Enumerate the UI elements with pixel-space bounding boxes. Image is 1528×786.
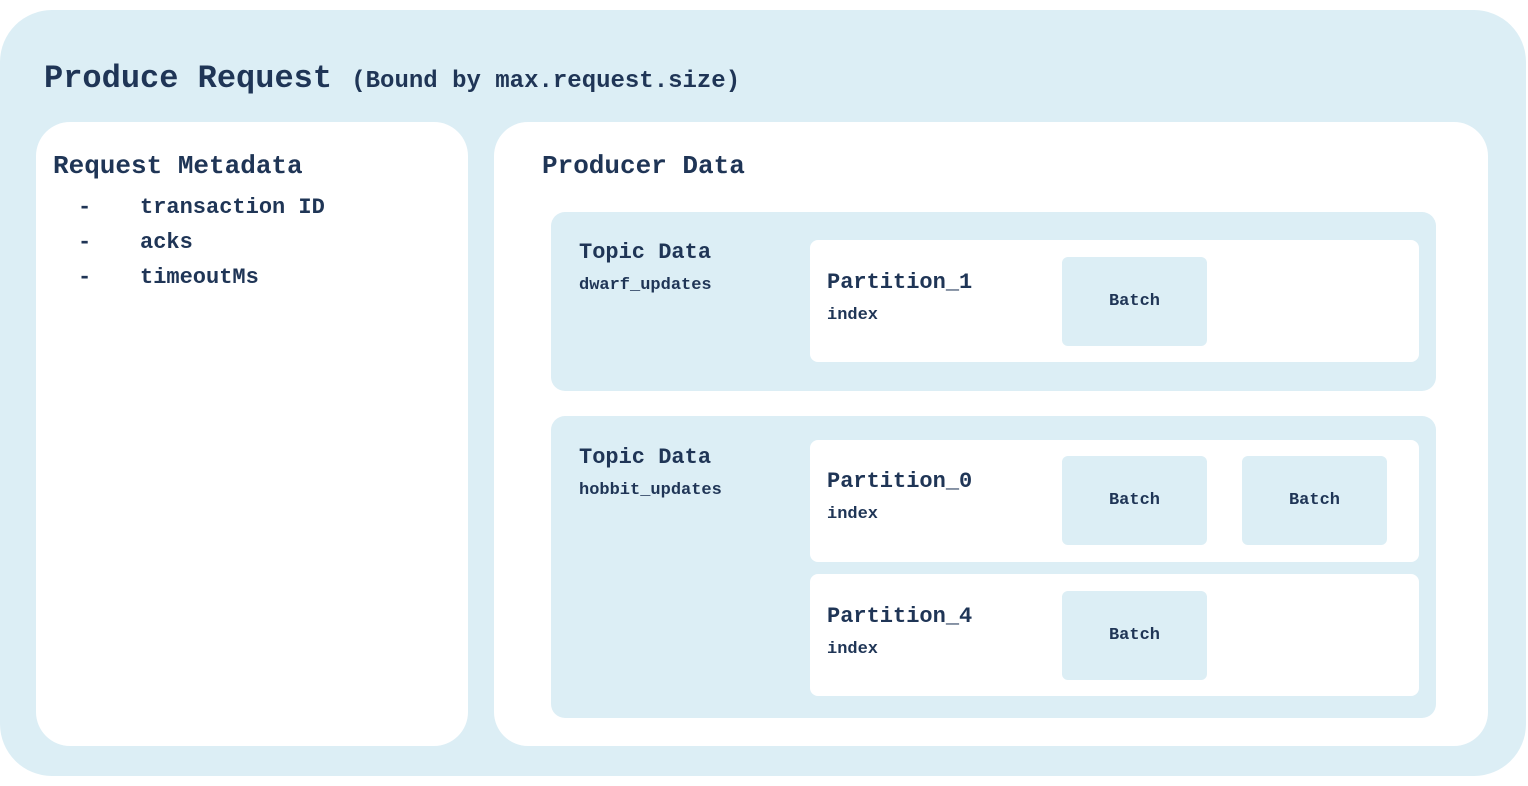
metadata-item-label: acks	[140, 230, 193, 255]
request-metadata-panel	[36, 122, 468, 746]
bullet-dash: -	[78, 195, 92, 220]
metadata-list: - transaction ID - acks - timeoutMs	[78, 194, 325, 299]
partition-index: index	[827, 640, 879, 659]
metadata-item-label: timeoutMs	[140, 265, 259, 290]
title-subtitle: (Bound by max.request.size)	[351, 68, 741, 95]
partition-index: index	[827, 505, 879, 524]
batch-box: Batch	[1062, 257, 1207, 346]
bullet-dash: -	[78, 230, 92, 255]
request-metadata-title: Request Metadata	[53, 151, 303, 181]
title-main: Produce Request	[44, 60, 333, 97]
batch-box: Batch	[1062, 456, 1207, 545]
topic-data-label: Topic Data	[579, 445, 712, 470]
batch-box: Batch	[1062, 591, 1207, 680]
metadata-item-label: transaction ID	[140, 195, 325, 220]
metadata-item: - timeoutMs	[78, 264, 325, 299]
bullet-dash: -	[78, 265, 92, 290]
topic-name: dwarf_updates	[579, 276, 712, 295]
batch-box: Batch	[1242, 456, 1387, 545]
topic-data-label: Topic Data	[579, 240, 712, 265]
partition-index: index	[827, 306, 879, 325]
diagram-title: Produce Request (Bound by max.request.si…	[44, 60, 740, 97]
metadata-item: - transaction ID	[78, 194, 325, 229]
partition-label: Partition_1	[827, 270, 973, 295]
partition-label: Partition_4	[827, 604, 973, 629]
producer-data-title: Producer Data	[542, 151, 745, 181]
metadata-item: - acks	[78, 229, 325, 264]
partition-label: Partition_0	[827, 469, 973, 494]
topic-name: hobbit_updates	[579, 481, 722, 500]
